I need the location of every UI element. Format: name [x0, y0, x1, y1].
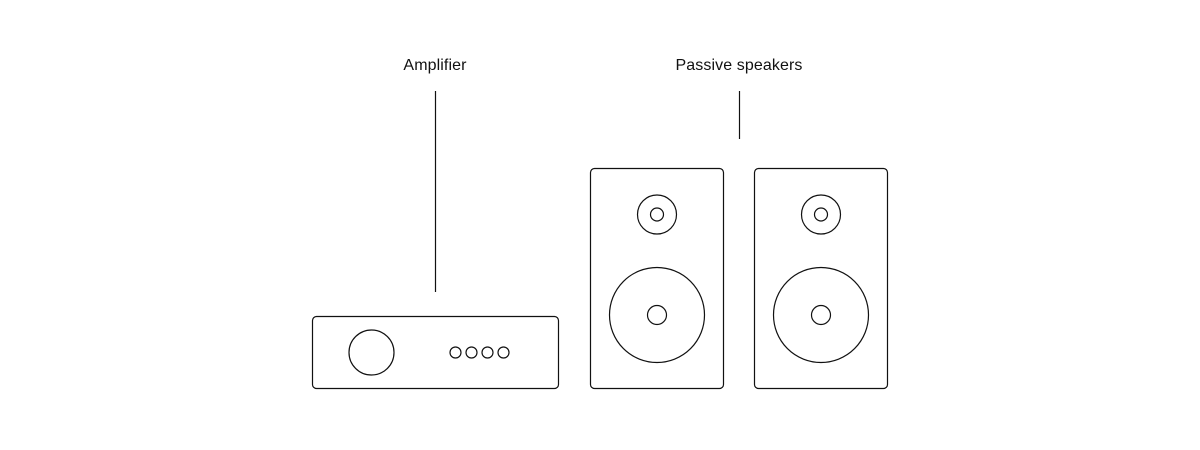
- speaker-cabinet: [589, 167, 725, 390]
- amplifier-button-icon: [497, 346, 510, 359]
- amplifier-button-icon: [449, 346, 462, 359]
- speaker-left: [589, 167, 725, 390]
- woofer-center-icon: [810, 304, 832, 326]
- amplifier-button-icon: [481, 346, 494, 359]
- woofer-icon: [608, 266, 706, 364]
- amplifier-button-icon: [465, 346, 478, 359]
- woofer-icon: [772, 266, 870, 364]
- tweeter-center-icon: [649, 207, 665, 222]
- tweeter-center-icon: [813, 207, 829, 222]
- amplifier-label: Amplifier: [403, 57, 467, 74]
- amplifier-body: [311, 315, 560, 390]
- speaker-right: [753, 167, 889, 390]
- woofer-center-icon: [646, 304, 668, 326]
- passive-speakers-label: Passive speakers: [675, 57, 803, 74]
- amplifier: [311, 315, 560, 390]
- speaker-cabinet: [753, 167, 889, 390]
- tweeter-icon: [800, 194, 842, 235]
- tweeter-icon: [636, 194, 678, 235]
- volume-knob-icon: [348, 329, 395, 376]
